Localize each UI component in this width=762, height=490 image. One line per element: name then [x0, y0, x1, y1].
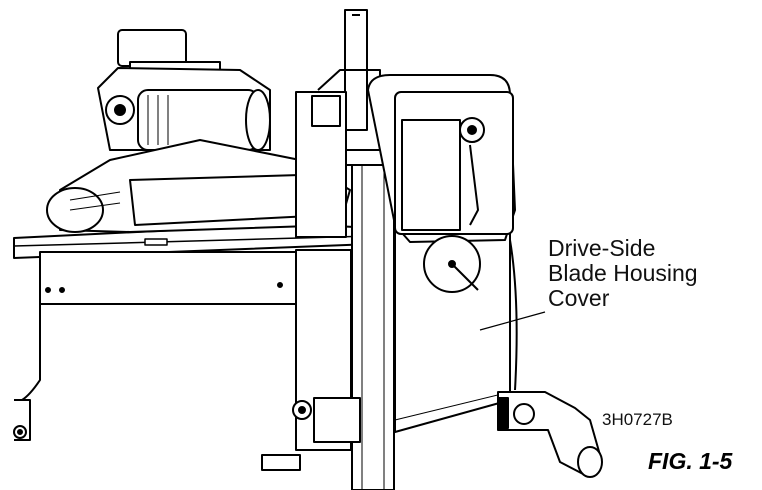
- cover-edge: [509, 239, 518, 391]
- callout-line-3: Cover: [548, 285, 610, 311]
- lower-roller: [261, 397, 361, 471]
- sawdust-chute: [497, 391, 603, 478]
- carriage-deck: [46, 139, 351, 233]
- callout-line-1: Drive-Side: [548, 235, 656, 261]
- bed-rail: [13, 223, 373, 305]
- callout-leader-line: [479, 311, 546, 331]
- part-code: 3H0727B: [602, 410, 673, 429]
- drive-side-blade-housing-cover: [423, 235, 481, 293]
- callout-line-2: Blade Housing: [548, 260, 698, 286]
- engine: [97, 29, 271, 151]
- figure-label: FIG. 1-5: [648, 448, 733, 474]
- upper-housing: [367, 74, 516, 243]
- left-frame-leg: [13, 300, 41, 441]
- callout-text: Drive-Side Blade Housing Cover: [548, 236, 698, 311]
